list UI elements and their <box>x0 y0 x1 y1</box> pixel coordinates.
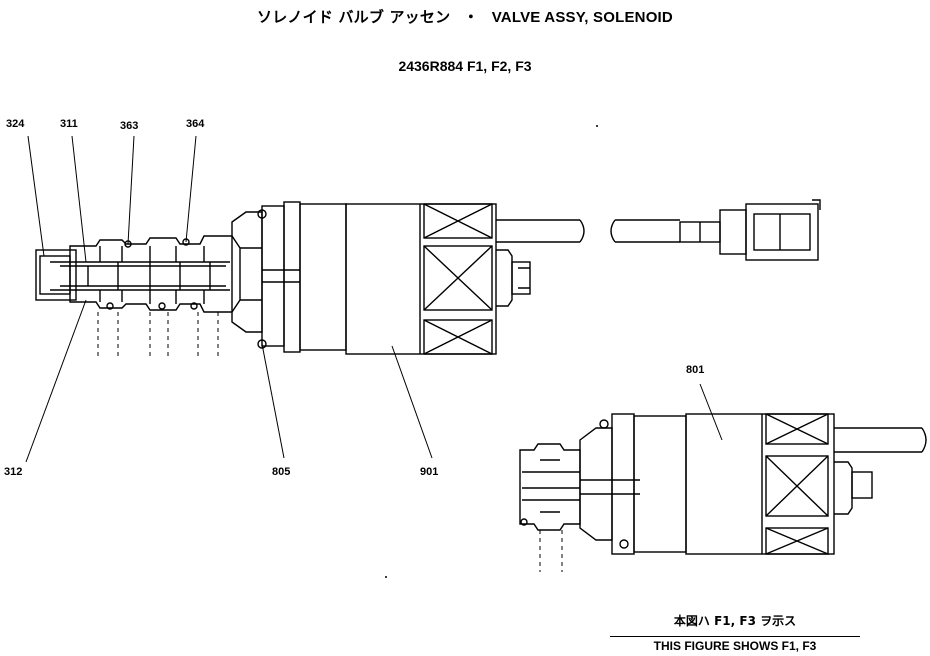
valve-spool-body <box>35 211 300 333</box>
callout-311: 311 <box>60 118 78 130</box>
stray-speck <box>385 576 387 578</box>
callout-805: 805 <box>272 466 291 478</box>
title-separator: ・ <box>463 9 479 26</box>
callout-leader-lines <box>25 135 723 463</box>
port-dash-lines <box>97 312 219 360</box>
title-english: VALVE ASSY, SOLENOID <box>491 9 673 26</box>
callout-901: 901 <box>420 466 439 478</box>
secondary-assembly-figure <box>519 413 927 572</box>
solenoid-coil <box>257 201 531 355</box>
lead-wire-connector <box>496 199 821 261</box>
callout-363: 363 <box>120 120 139 132</box>
callout-364: 364 <box>186 118 205 130</box>
callout-324: 324 <box>6 118 25 130</box>
callout-312: 312 <box>4 466 23 478</box>
figure-note-japanese: 本図ハ F1, F3 ヲ示ス <box>673 614 797 628</box>
part-number: 2436R884 F1, F2, F3 <box>398 58 532 74</box>
stray-speck <box>596 125 598 127</box>
title-japanese: ソレノイド バルブ アッセン <box>257 8 451 26</box>
figure-note-english: THIS FIGURE SHOWS F1, F3 <box>610 636 860 653</box>
callout-801: 801 <box>686 364 705 376</box>
drawing-title: ソレノイド バルブ アッセン ・ VALVE ASSY, SOLENOID <box>0 6 930 27</box>
